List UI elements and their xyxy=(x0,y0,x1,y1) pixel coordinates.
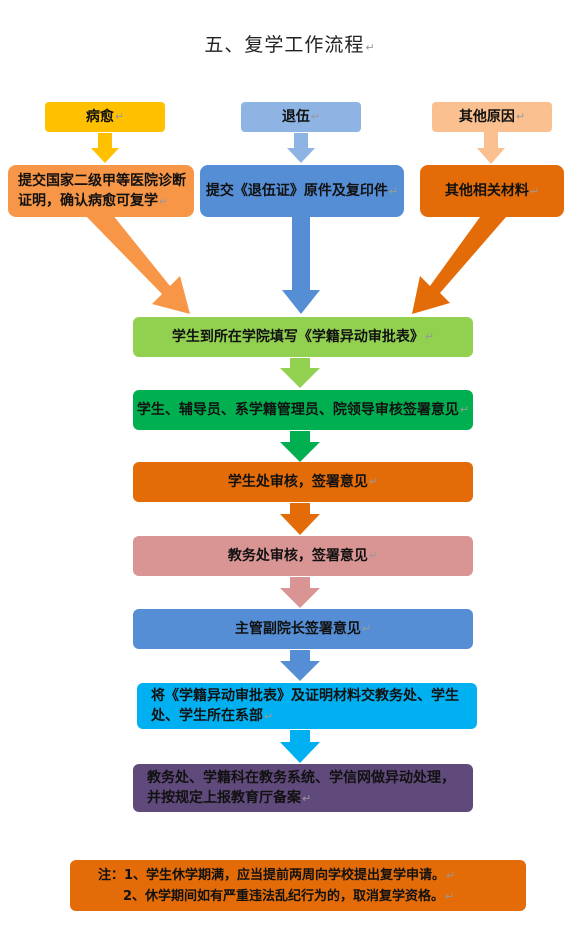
arrow-veteran-to-material-icon xyxy=(287,133,315,163)
note-line-1: 注：1、学生休学期满，应当提前两周向学校提出复学申请。↵ xyxy=(98,867,456,883)
step-submit-documents: 将《学籍异动审批表》及证明材料交教务处、学生处、学生所在系部↵ xyxy=(137,683,477,729)
step-vice-president-sign: 主管副院长签署意见↵ xyxy=(133,609,473,649)
step-system-processing: 教务处、学籍科在教务系统、学信网做异动处理，并按规定上报教育厅备案↵ xyxy=(133,764,473,812)
arrow-step3-icon xyxy=(280,503,320,535)
arrow-other-to-material-icon xyxy=(477,132,505,164)
arrow-step1-icon xyxy=(280,358,320,388)
source-sick-recovery: 病愈↵ xyxy=(45,102,165,132)
source-military-discharge: 退伍↵ xyxy=(241,102,361,132)
material-discharge-certificate: 提交《退伍证》原件及复印件↵ xyxy=(200,165,404,217)
material-medical-certificate: 提交国家二级甲等医院诊断证明，确认病愈可复学↵ xyxy=(8,165,194,217)
arrow-left-diagonal-icon xyxy=(84,214,190,314)
page-title: 五、复学工作流程↵ xyxy=(204,34,376,56)
arrow-step2-icon xyxy=(280,431,320,462)
arrow-center-down-icon xyxy=(282,216,320,314)
step-student-affairs-review: 学生处审核，签署意见↵ xyxy=(133,462,473,502)
notes-box: 注：1、学生休学期满，应当提前两周向学校提出复学申请。↵ 2、休学期间如有严重违… xyxy=(70,860,526,911)
arrow-right-diagonal-icon xyxy=(412,217,506,314)
note-line-2: 2、休学期间如有严重违法乱纪行为的，取消复学资格。↵ xyxy=(123,888,455,904)
material-other-documents: 其他相关材料↵ xyxy=(420,165,564,217)
arrow-step6-icon xyxy=(280,730,320,763)
step-department-review: 学生、辅导员、系学籍管理员、院领导审核签署意见↵ xyxy=(133,390,473,430)
arrow-step4-icon xyxy=(280,577,320,608)
source-other-reason: 其他原因↵ xyxy=(432,102,552,132)
step-fill-form: 学生到所在学院填写《学籍异动审批表》↵ xyxy=(133,317,473,357)
step-academic-affairs-review: 教务处审核，签署意见↵ xyxy=(133,536,473,576)
arrow-step5-icon xyxy=(280,650,320,681)
arrow-sick-to-material-icon xyxy=(91,133,119,163)
